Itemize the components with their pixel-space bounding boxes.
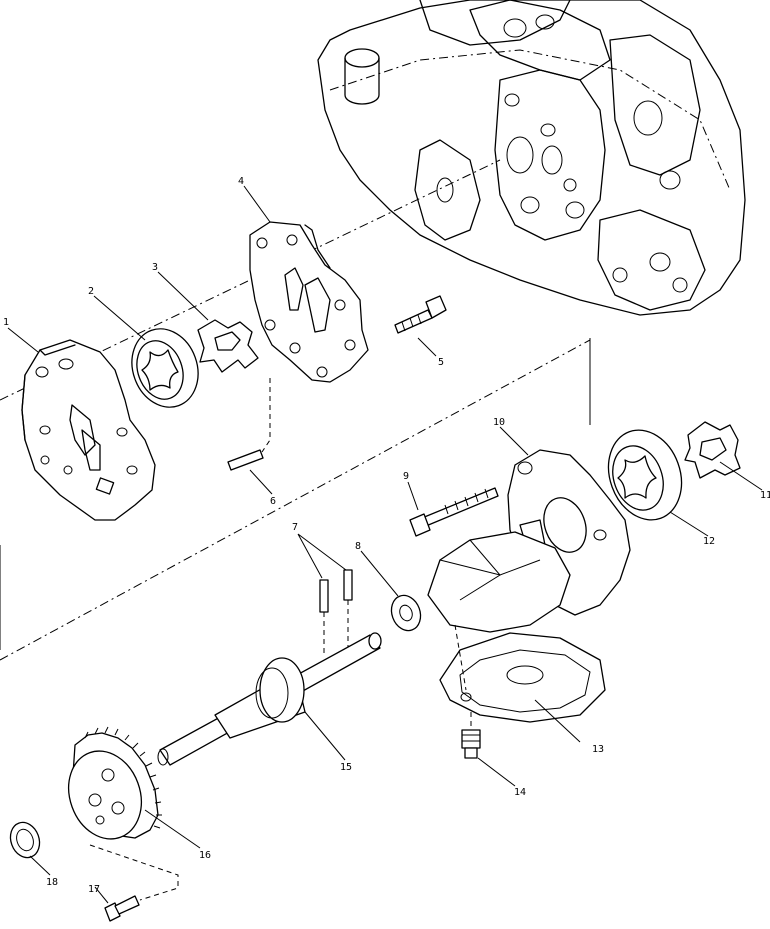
part-1-pump-body <box>21 339 156 521</box>
callout-9: 9 <box>403 471 409 482</box>
callout-7: 7 <box>292 522 298 533</box>
part-4-cover-plate <box>249 221 369 383</box>
callout-16: 16 <box>199 850 211 861</box>
part-9-long-bolt <box>409 487 499 537</box>
axis-line-upper <box>0 159 501 401</box>
callout-2: 2 <box>88 286 94 297</box>
part-8-washer <box>390 594 422 632</box>
callout-12: 12 <box>703 536 715 547</box>
part-16-gear <box>68 726 162 840</box>
part-2-outer-rotor <box>131 328 199 408</box>
callout-labels: 1 2 3 4 5 6 7 8 9 10 11 12 13 14 15 16 1… <box>3 176 770 895</box>
callout-6: 6 <box>270 496 276 507</box>
callout-4: 4 <box>238 176 244 187</box>
axis-line-lower <box>0 339 591 661</box>
part-13-cover-plate <box>427 531 606 723</box>
part-7-pins <box>319 569 353 655</box>
part-17-bolt <box>89 844 179 922</box>
callout-8: 8 <box>355 541 361 552</box>
callout-17: 17 <box>88 884 100 895</box>
callout-15: 15 <box>340 762 352 773</box>
callout-10: 10 <box>493 417 505 428</box>
part-15-shaft <box>157 632 382 766</box>
callout-5: 5 <box>438 357 444 368</box>
callout-14: 14 <box>514 787 526 798</box>
part-18-ring <box>9 821 41 859</box>
callout-1: 1 <box>3 317 9 328</box>
part-11-inner-rotor <box>684 421 741 479</box>
part-12-outer-rotor <box>607 429 683 521</box>
part-6-dowel-pin <box>227 378 271 471</box>
callout-13: 13 <box>592 744 604 755</box>
callout-18: 18 <box>46 877 58 888</box>
part-5-screw <box>394 295 447 334</box>
part-3-inner-rotor <box>197 319 259 373</box>
callout-11: 11 <box>760 490 770 501</box>
leader-lines <box>7 185 763 904</box>
part-14-small-screw <box>461 712 481 759</box>
callout-3: 3 <box>152 262 158 273</box>
crankcase <box>317 0 746 316</box>
